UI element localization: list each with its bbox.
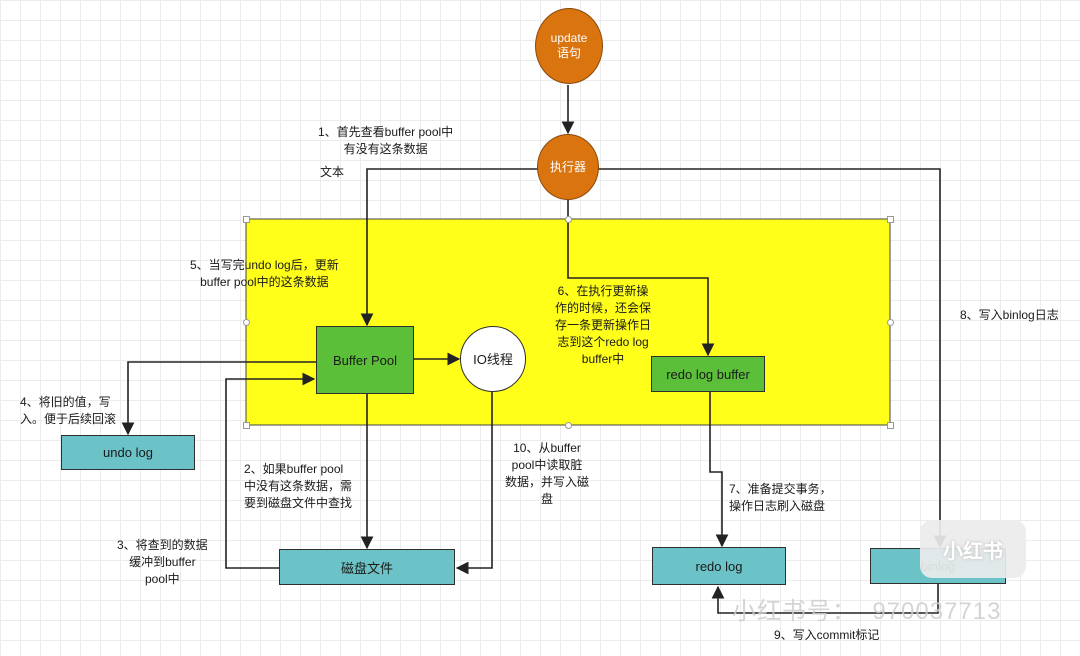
selection-handle[interactable] [887, 319, 894, 326]
annotation-step2: 2、如果buffer pool 中没有这条数据，需 要到磁盘文件中查找 [244, 462, 353, 510]
disk-file-label: 磁盘文件 [340, 560, 393, 576]
annotation-step5: 5、当写完undo log后，更新 buffer pool中的这条数据 [190, 258, 339, 289]
update-statement-line2: 语句 [556, 46, 581, 60]
annotation-step10: 10、从buffer pool中读取脏 数据，并写入磁 盘 [505, 441, 590, 506]
arrow-binlog-to-redo-log [711, 584, 939, 614]
arrow-buffer-pool-to-undo-log [121, 361, 316, 436]
annotation-step1: 1、首先查看buffer pool中 有没有这条数据 [318, 125, 454, 156]
annotation-step7: 7、准备提交事务， 操作日志刷入磁盘 [729, 482, 832, 513]
undo-log-node[interactable]: undo log [61, 435, 195, 470]
disk-file-node[interactable]: 磁盘文件 [279, 549, 455, 585]
buffer-pool-label: Buffer Pool [332, 352, 398, 368]
buffer-pool-node[interactable]: Buffer Pool [316, 326, 414, 394]
arrow-executor-to-binlog [598, 168, 947, 549]
redo-log-label: redo log [695, 558, 743, 574]
update-statement-node[interactable]: update 语句 [535, 8, 603, 84]
watermark-text: 小红书号： 970037713 [732, 598, 1002, 625]
executor-label: 执行器 [549, 159, 586, 174]
selection-handle[interactable] [565, 216, 572, 223]
arrow-disk-file-to-buffer-pool [225, 372, 316, 569]
annotation-step9: 9、写入commit标记 [774, 628, 880, 642]
arrow-executor-to-buffer-pool [360, 168, 538, 327]
io-thread-label: IO线程 [473, 351, 513, 367]
annotation-text-placeholder: 文本 [320, 165, 345, 179]
redo-log-buffer-node[interactable]: redo log buffer [651, 356, 765, 392]
arrow-executor-to-redo-log-buffer [567, 199, 715, 357]
io-thread-node[interactable]: IO线程 [460, 326, 526, 392]
selection-handle[interactable] [565, 422, 572, 429]
arrow-redo-log-buffer-to-redo-log [709, 392, 729, 548]
annotation-step8: 8、写入binlog日志 [960, 308, 1059, 322]
update-statement-line1: update [550, 31, 588, 45]
redo-log-buffer-label: redo log buffer [666, 366, 750, 382]
annotation-step4: 4、将旧的值，写 入。便于后续回滚 [20, 395, 117, 426]
redo-log-node[interactable]: redo log [652, 547, 786, 585]
watermark-logo: 小红书 [920, 520, 1026, 578]
selection-handle[interactable] [243, 422, 250, 429]
selection-handle[interactable] [887, 216, 894, 223]
arrow-io-thread-to-disk-file [455, 392, 493, 575]
executor-node[interactable]: 执行器 [537, 134, 599, 200]
annotation-step3: 3、将查到的数据 缓冲到buffer pool中 [117, 538, 208, 586]
selection-handle[interactable] [243, 319, 250, 326]
annotation-step6: 6、在执行更新操 作的时候，还会保 存一条更新操作日 志到这个redo log … [555, 284, 652, 366]
selection-handle[interactable] [243, 216, 250, 223]
undo-log-label: undo log [103, 445, 153, 460]
selection-handle[interactable] [887, 422, 894, 429]
